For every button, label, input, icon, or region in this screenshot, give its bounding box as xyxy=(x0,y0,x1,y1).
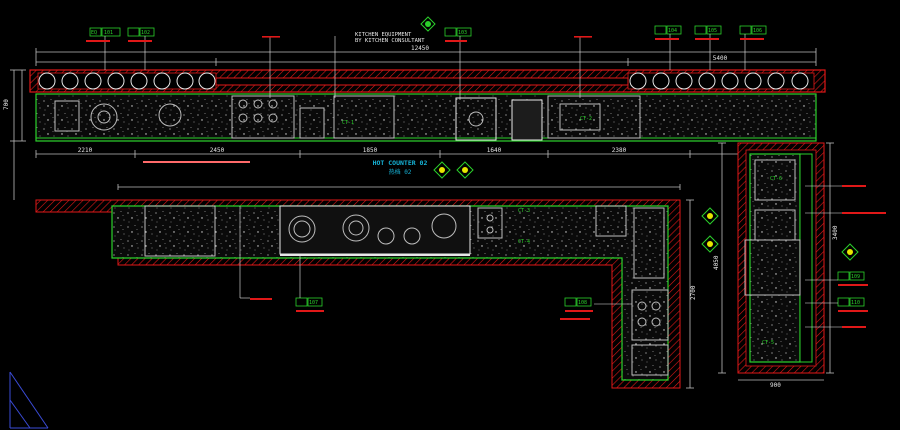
right-counter: CT-5 CT-6 4050 3400 900 109 110 xyxy=(713,142,886,389)
ucs-icon xyxy=(9,371,49,429)
counter-label-4: CT-4 xyxy=(518,239,530,245)
tag-7: 107 xyxy=(309,300,318,306)
dim-sub-3: 1850 xyxy=(363,147,378,154)
counter-label-6: CT-6 xyxy=(770,176,782,182)
tag-9: 109 xyxy=(851,274,860,280)
tag-10: 110 xyxy=(851,300,860,306)
upper-back-wall-mid xyxy=(215,77,629,86)
heat-lamp-row-right xyxy=(629,72,809,90)
tag-5: 105 xyxy=(708,28,717,34)
dim-vert-5: 4050 xyxy=(713,255,720,270)
right-countertop xyxy=(749,153,801,363)
section-markers-center xyxy=(433,161,474,179)
tag-1: 101 xyxy=(104,30,113,36)
dim-overall-top: 12450 xyxy=(411,45,429,52)
dim-sub-4: 1640 xyxy=(487,147,502,154)
counter-label-1: CT-1 xyxy=(342,120,354,126)
section-marker-right-3 xyxy=(841,243,859,261)
tag-4: 104 xyxy=(668,28,677,34)
dim-upper-right: 5400 xyxy=(713,55,728,62)
dim-vert-6: 3400 xyxy=(832,225,839,240)
note-top-center-1: KITCHEN EQUIPMENT xyxy=(355,32,412,38)
dim-sub-1: 2210 xyxy=(78,147,93,154)
drawing-title: HOT COUNTER 02 xyxy=(373,159,428,167)
section-marker-right-2 xyxy=(701,235,719,253)
tag-2: 102 xyxy=(141,30,150,36)
lower-countertop xyxy=(111,205,669,381)
tag-eq-1: EQ xyxy=(91,30,97,36)
dim-sub-5: 2380 xyxy=(612,147,627,154)
section-marker-right-1 xyxy=(701,207,719,225)
counter-label-5: CT-5 xyxy=(762,340,774,346)
dim-vert-1: 700 xyxy=(3,99,10,110)
heat-lamp-row-left xyxy=(38,72,216,90)
dim-vert-7: 900 xyxy=(770,382,781,389)
top-tags: EQ 101 102 103 104 105 106 xyxy=(86,16,767,100)
lower-equipment xyxy=(144,205,669,376)
note-top-center-2: BY KITCHEN CONSULTANT xyxy=(355,38,425,44)
section-marker-top xyxy=(420,16,436,32)
upper-counter: 12450 5400 2210 2450 1850 1640 2380 2150… xyxy=(3,32,826,200)
drawing-subtitle: 热档 02 xyxy=(389,168,412,176)
dim-sub-2: 2450 xyxy=(210,147,225,154)
counter-label-2: CT-2 xyxy=(580,116,592,122)
lower-counter: 2700 107 108 CT-3 CT-4 xyxy=(35,184,719,389)
upper-countertop xyxy=(35,93,817,142)
tag-6: 106 xyxy=(753,28,762,34)
tag-3: 103 xyxy=(458,30,467,36)
upper-equipment xyxy=(54,95,641,141)
tag-8: 108 xyxy=(578,300,587,306)
dim-vert-3: 2700 xyxy=(690,285,697,300)
counter-label-3: CT-3 xyxy=(518,208,530,214)
upper-dimension-lines xyxy=(10,48,817,200)
